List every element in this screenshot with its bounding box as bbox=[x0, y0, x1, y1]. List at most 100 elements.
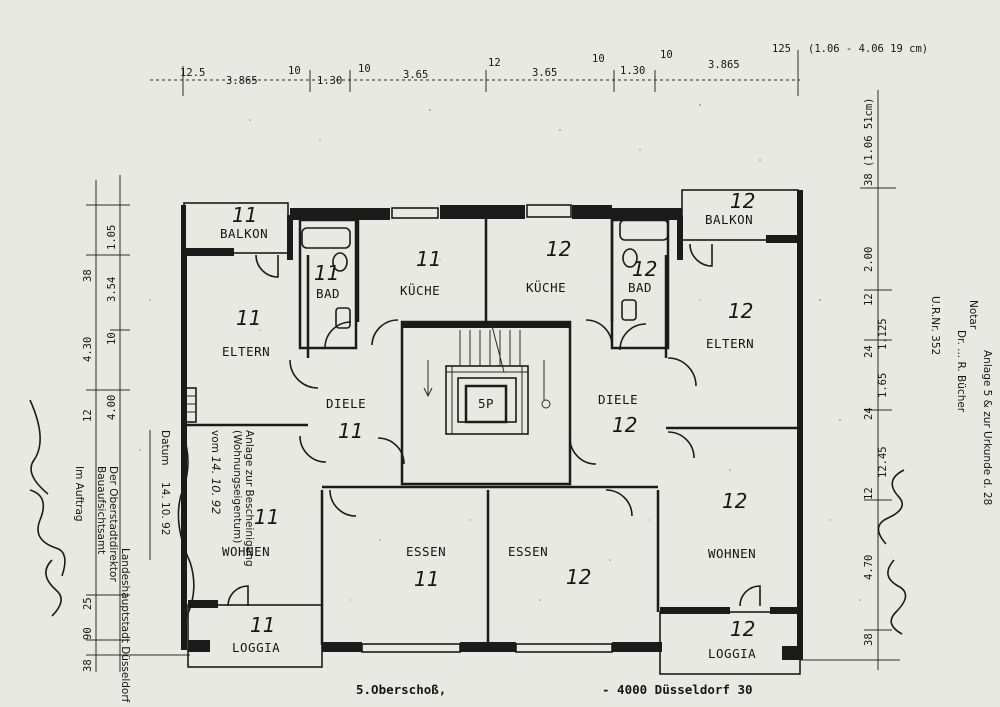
room-label-bad-11: BAD bbox=[316, 286, 340, 301]
dim-right-6: 12.45 bbox=[877, 446, 889, 478]
dim-left-2: 3.54 bbox=[106, 277, 118, 302]
room-label-essen-11: ESSEN bbox=[406, 544, 446, 559]
unit-number-essen-12: 12 bbox=[566, 565, 591, 589]
footer-redaction bbox=[472, 680, 592, 698]
room-label-wohnen-11: WOHNEN bbox=[222, 544, 270, 559]
left-stamp-line-2: Der Oberstadtdirektor bbox=[107, 466, 119, 582]
dim-left-0: 38 bbox=[82, 269, 94, 282]
dim-left-4: 10 bbox=[106, 332, 118, 345]
dim-left-8: 90 bbox=[82, 627, 94, 640]
dim-right-4: 1.65 bbox=[877, 373, 889, 398]
right-stamp-line-1: Anlage 5 & zur Urkunde d. 28 bbox=[981, 350, 993, 505]
unit-number-wohnen-11: 11 bbox=[254, 505, 279, 529]
top-right-note: (1.06 - 4.06 19 cm) bbox=[808, 43, 928, 55]
paper-speckle bbox=[139, 104, 861, 601]
right-side-note: 38 (1.06 51cm) bbox=[863, 97, 875, 186]
bathtub-12 bbox=[619, 219, 669, 241]
room-label-essen-12: ESSEN bbox=[508, 544, 548, 559]
left-stamp-line-4: Im Auftrag bbox=[73, 466, 85, 522]
dim-top-11: 3.865 bbox=[708, 59, 740, 71]
right-stamp-line-2: Notar bbox=[967, 300, 979, 330]
dim-left-7: 25 bbox=[82, 597, 94, 610]
dim-top-10: 10 bbox=[660, 49, 673, 61]
left-stamp-line-3: Bauaufsichtsamt bbox=[95, 466, 107, 554]
stair-label: 5P bbox=[478, 396, 494, 411]
dim-top-12: 125 bbox=[772, 43, 791, 55]
signature-left bbox=[29, 399, 66, 617]
dim-top-9: 1.30 bbox=[620, 65, 645, 77]
unit-number-kueche-12: 12 bbox=[546, 237, 571, 261]
room-label-diele-12: DIELE bbox=[598, 392, 638, 407]
footer-floor-label: 5.Oberschoß, bbox=[356, 682, 446, 697]
room-label-balkon-12: BALKON bbox=[705, 212, 753, 227]
middle-stamp-line-1: Anlage zur Bescheinigung bbox=[243, 430, 255, 567]
unit-number-loggia-12: 12 bbox=[730, 617, 755, 641]
room-label-loggia-12: LOGGIA bbox=[708, 646, 756, 661]
left-stamp: Landeshauptstadt Düsseldorf Der Oberstad… bbox=[73, 466, 131, 703]
dim-top-1: 3.865 bbox=[226, 75, 258, 87]
dim-right-5: 24 bbox=[863, 407, 875, 420]
unit-number-wohnen-12: 12 bbox=[722, 489, 747, 513]
dim-right-3: 1.125 bbox=[877, 318, 889, 350]
signature-right bbox=[877, 469, 907, 635]
room-label-kueche-12: KÜCHE bbox=[526, 279, 566, 295]
toilet-12 bbox=[622, 248, 638, 268]
room-label-kueche-11: KÜCHE bbox=[400, 282, 440, 298]
walls bbox=[181, 189, 803, 675]
datum-value: 14. 10. 92 bbox=[159, 482, 171, 535]
unit-number-kueche-11: 11 bbox=[416, 247, 441, 271]
right-stamp-line-4: U.R.Nr. 352 bbox=[929, 296, 941, 355]
middle-stamp: Anlage zur Bescheinigung (Wohnungseigent… bbox=[149, 430, 255, 623]
dim-right-7: 12 bbox=[863, 487, 875, 500]
bathtub-11 bbox=[301, 227, 351, 249]
left-dimension-line bbox=[86, 175, 190, 672]
dim-left-9: 38 bbox=[82, 659, 94, 672]
room-label-eltern-11: ELTERN bbox=[222, 344, 270, 359]
sink-12 bbox=[621, 299, 637, 321]
unit-number-diele-12: 12 bbox=[612, 413, 637, 437]
middle-stamp-vom: vom bbox=[209, 430, 221, 453]
room-label-balkon-11: BALKON bbox=[220, 226, 268, 241]
top-dimension-line bbox=[150, 50, 800, 96]
dim-top-4: 10 bbox=[358, 63, 371, 75]
datum-label: Datum bbox=[159, 430, 171, 466]
dim-top-0: 12.5 bbox=[180, 67, 205, 79]
unit-number-essen-11: 11 bbox=[414, 567, 439, 591]
dim-top-5: 3.65 bbox=[403, 69, 428, 81]
room-label-eltern-12: ELTERN bbox=[706, 336, 754, 351]
dim-left-5: 4.00 bbox=[106, 395, 118, 420]
dim-left-1: 1.05 bbox=[106, 225, 118, 250]
unit-number-balkon-12: 12 bbox=[730, 189, 755, 213]
unit-number-bad-12: 12 bbox=[632, 257, 657, 281]
right-stamp-line-3: Dr. ... R. Bücher bbox=[955, 330, 967, 413]
unit-number-balkon-11: 11 bbox=[232, 203, 257, 227]
staircase bbox=[423, 325, 551, 435]
unit-number-bad-11: 11 bbox=[314, 261, 339, 285]
dim-top-8: 10 bbox=[592, 53, 605, 65]
room-label-loggia-11: LOGGIA bbox=[232, 640, 280, 655]
room-label-bad-12: BAD bbox=[628, 280, 652, 295]
footer-city: - 4000 Düsseldorf 30 bbox=[602, 682, 753, 697]
dim-right-1: 12 bbox=[863, 293, 875, 306]
room-label-diele-11: DIELE bbox=[326, 396, 366, 411]
door-swings bbox=[227, 243, 761, 607]
middle-stamp-line-2: (Wohnungseigentum) bbox=[231, 430, 243, 543]
unit-number-eltern-11: 11 bbox=[236, 306, 261, 330]
dim-right-8: 4.70 bbox=[863, 555, 875, 580]
left-stamp-line-1: Landeshauptstadt Düsseldorf bbox=[119, 548, 131, 703]
unit-number-eltern-12: 12 bbox=[728, 299, 753, 323]
right-stamp: Anlage 5 & zur Urkunde d. 28 Notar Dr. .… bbox=[929, 296, 993, 505]
dim-top-2: 10 bbox=[288, 65, 301, 77]
toilet-11 bbox=[332, 252, 348, 272]
dim-right-2: 24 bbox=[863, 345, 875, 358]
middle-stamp-date: 14. 10. 92 bbox=[209, 456, 223, 515]
dim-left-3: 4.30 bbox=[82, 337, 94, 362]
unit-number-diele-11: 11 bbox=[338, 419, 363, 443]
dim-top-6: 12 bbox=[488, 57, 501, 69]
dim-right-9: 38 bbox=[863, 633, 875, 646]
sink-11 bbox=[335, 307, 351, 329]
room-label-wohnen-12: WOHNEN bbox=[708, 546, 756, 561]
dim-right-0: 2.00 bbox=[863, 247, 875, 272]
dim-top-7: 3.65 bbox=[532, 67, 557, 79]
